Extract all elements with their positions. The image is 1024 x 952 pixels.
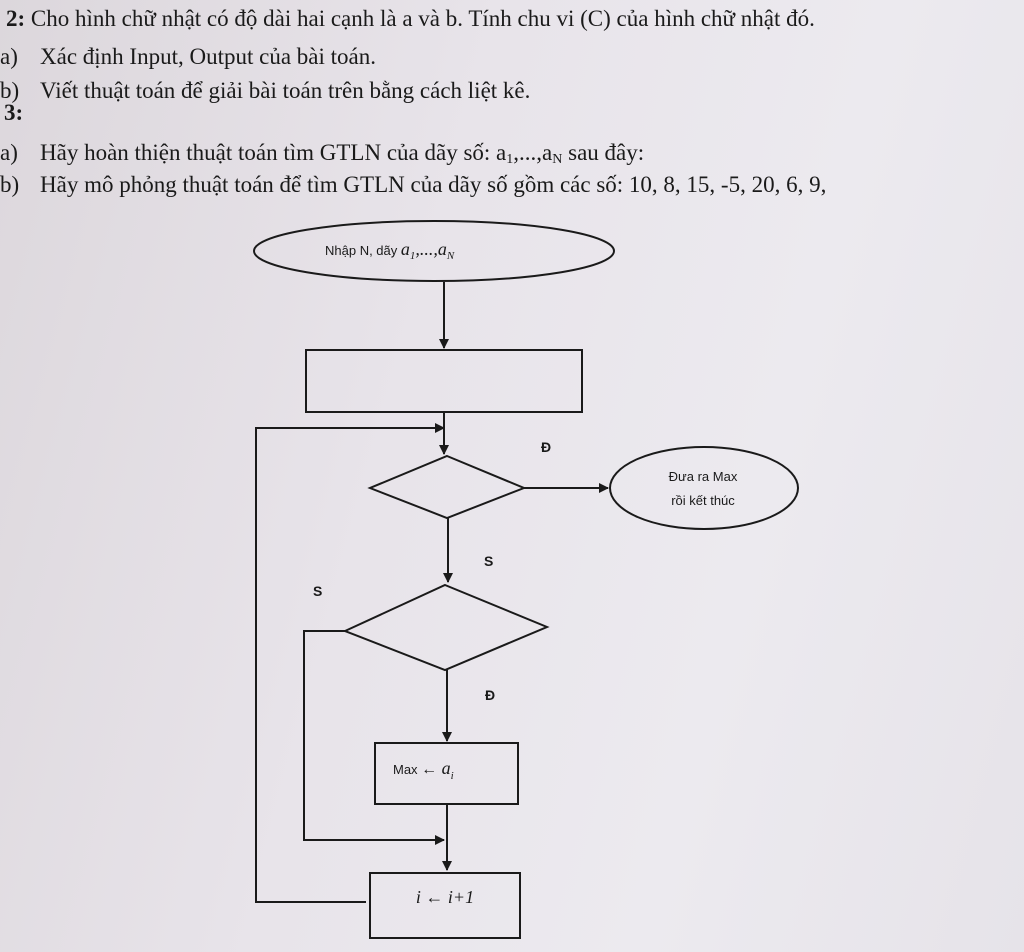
question-2-number: 2:: [6, 6, 26, 31]
question-3a-text-1: Hãy hoàn thiện thuật toán tìm GTLN của d…: [40, 140, 507, 165]
label-yes-bottom: Đ: [485, 687, 495, 703]
question-3a: a) Hãy hoàn thiện thuật toán tìm GTLN của…: [0, 140, 644, 173]
end-text-line2: rồi kết thúc: [671, 493, 735, 508]
question-3a-sub-2: N: [552, 152, 563, 167]
label-no-left: S: [313, 583, 322, 599]
question-2-text: Cho hình chữ nhật có độ dài hai cạnh là …: [30, 6, 815, 31]
increment-box: [369, 872, 521, 939]
end-ellipse: [609, 446, 799, 530]
init-box-empty: [305, 349, 583, 413]
increment-text: i ← i+1: [416, 887, 474, 907]
question-3b: b) Hãy mô phỏng thuật toán để tìm GTLN củ…: [0, 172, 826, 198]
question-2a-label: a): [0, 44, 18, 69]
start-ellipse: [253, 220, 615, 282]
question-3b-label: b): [0, 172, 20, 197]
question-2b-text: Viết thuật toán để giải bài toán trên bằ…: [40, 78, 531, 103]
question-3-number: 3:: [4, 100, 24, 125]
question-3a-text-2: ,...,a: [513, 140, 553, 165]
decision-diamond-2: [342, 583, 550, 672]
label-no-mid: S: [484, 553, 493, 569]
decision-diamond-1: [367, 454, 527, 520]
question-2-title: 2: Cho hình chữ nhật có độ dài hai cạnh …: [6, 6, 815, 32]
question-2a: a) Xác định Input, Output của bài toán.: [0, 44, 376, 70]
end-text-line1: Đưa ra Max: [669, 469, 738, 484]
loop-back-line: [255, 423, 445, 903]
question-3a-sub-1: 1: [506, 152, 514, 167]
question-2a-text: Xác định Input, Output của bài toán.: [40, 44, 376, 69]
start-text: Nhập N, dãy a1,...,aN: [325, 239, 455, 262]
question-2b: b) Viết thuật toán để giải bài toán trên …: [0, 78, 530, 104]
label-yes-top: Đ: [541, 439, 551, 455]
no-branch-line: [303, 630, 445, 845]
question-3a-label: a): [0, 140, 18, 165]
assign-max-text: Max ← ai: [393, 758, 454, 782]
question-3a-text-3: sau đây:: [562, 140, 645, 165]
question-3b-text: Hãy mô phỏng thuật toán để tìm GTLN của …: [40, 172, 827, 197]
question-2b-label: b): [0, 78, 20, 103]
